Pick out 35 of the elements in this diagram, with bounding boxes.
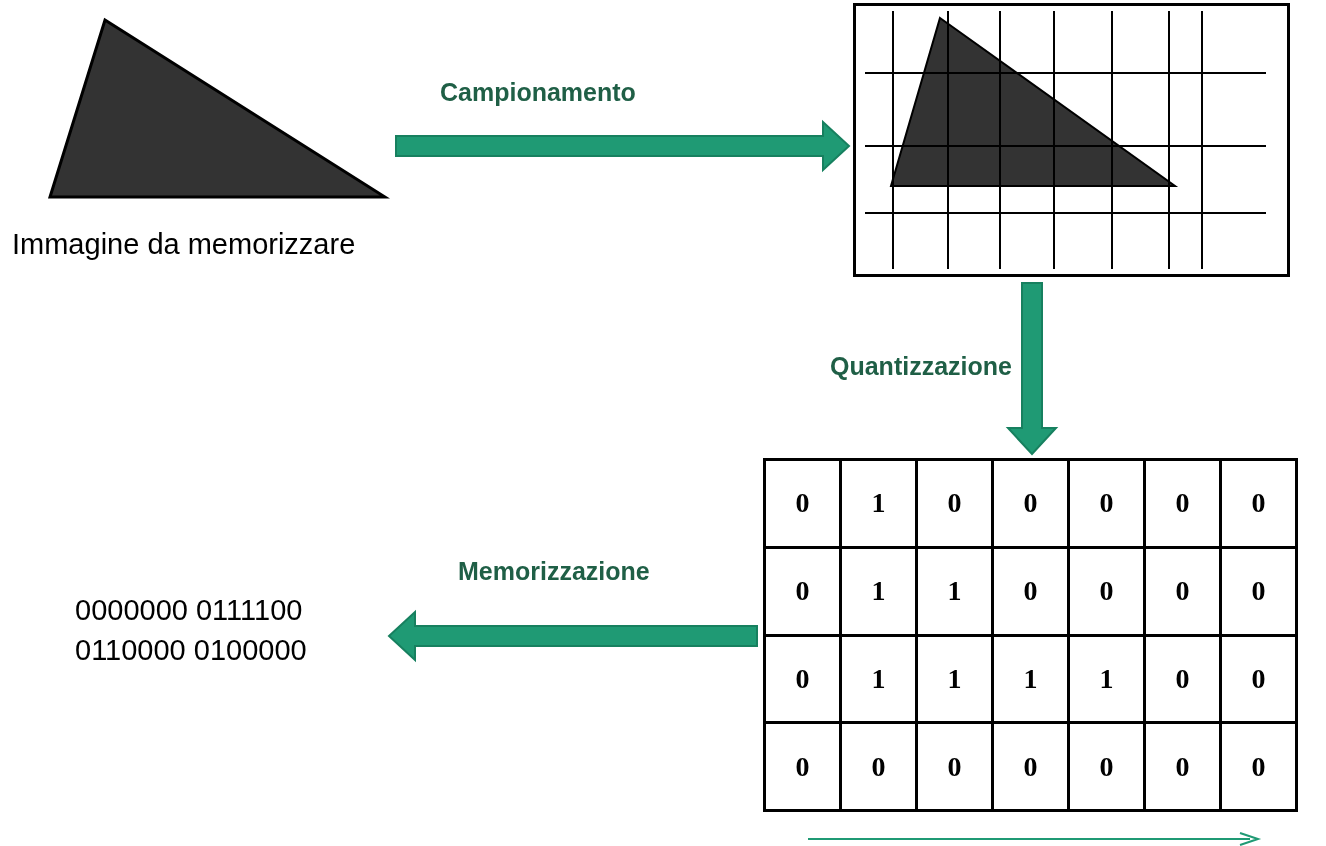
table-cell: 1 (842, 461, 915, 546)
table-cell: 0 (1146, 724, 1219, 809)
table-cell: 0 (766, 548, 839, 634)
image-caption: Immagine da memorizzare (12, 228, 356, 261)
table-cell: 0 (994, 724, 1067, 809)
table-cell: 0 (918, 461, 991, 546)
table-cell: 1 (1070, 636, 1143, 722)
table-cell: 0 (1070, 548, 1143, 634)
sampling-grid-drawing (853, 3, 1290, 277)
table-cell: 0 (994, 461, 1067, 546)
table-cell: 0 (1070, 461, 1143, 546)
table-cell: 0 (1222, 461, 1295, 546)
table-cell: 1 (842, 636, 915, 722)
table-cell: 0 (766, 461, 839, 546)
table-cell: 0 (1222, 548, 1295, 634)
table-cell: 1 (918, 636, 991, 722)
table-cell: 0 (918, 724, 991, 809)
block-arrow (395, 119, 851, 173)
table-cell: 1 (994, 636, 1067, 722)
binary-code-text: 0000000 0111100 0110000 0100000 (75, 590, 385, 678)
table-cell: 0 (842, 724, 915, 809)
table-cell: 0 (1146, 461, 1219, 546)
table-cell: 0 (766, 636, 839, 722)
table-cell: 0 (1146, 636, 1219, 722)
table-cell: 0 (994, 548, 1067, 634)
table-cell: 0 (766, 724, 839, 809)
table-cell: 0 (1070, 724, 1143, 809)
block-arrow (1005, 282, 1059, 456)
table-cell: 0 (1222, 724, 1295, 809)
pixel-table (763, 458, 1298, 812)
block-arrow (387, 609, 758, 663)
table-cell: 0 (1146, 548, 1219, 634)
table-cell: 0 (1222, 636, 1295, 722)
table-cell: 1 (918, 548, 991, 634)
table-cell: 1 (842, 548, 915, 634)
